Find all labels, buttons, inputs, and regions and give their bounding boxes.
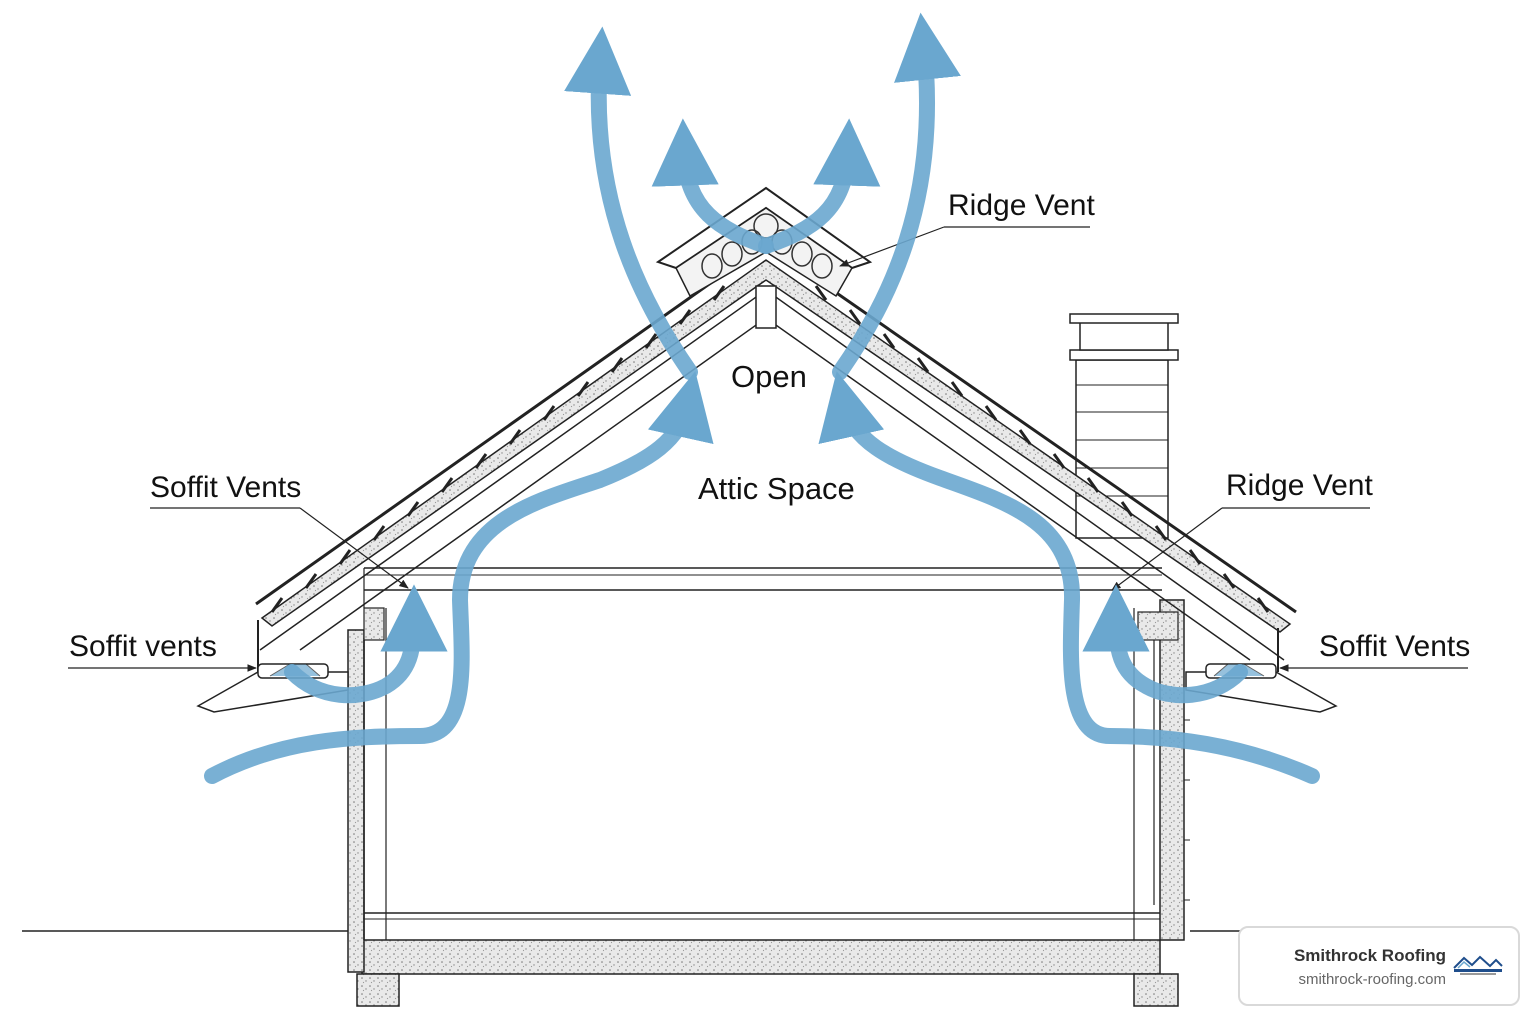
company-url[interactable]: smithrock-roofing.com xyxy=(1298,971,1446,988)
attic-space-label: Attic Space xyxy=(698,471,855,506)
roof xyxy=(255,242,1297,672)
soffit-vents-label-left: Soffit Vents xyxy=(150,471,302,504)
airflow-arrow xyxy=(284,584,448,704)
soffit-vents-label-right: Soffit Vents xyxy=(1319,630,1471,663)
ridge-vent-label-right: Ridge Vent xyxy=(1226,469,1373,502)
foundation-slab xyxy=(356,912,1179,1007)
airflow-arrow xyxy=(651,118,774,254)
ceiling-joist xyxy=(363,567,1162,608)
label-leaders xyxy=(68,226,1468,672)
airflow-arrow xyxy=(564,26,698,380)
airflow-arrow xyxy=(758,118,881,254)
airflow-arrow xyxy=(832,12,961,380)
airflow-arrow xyxy=(204,371,714,784)
company-badge[interactable]: Smithrock Roofing smithrock-roofing.com xyxy=(1238,926,1520,1006)
airflow-arrows xyxy=(204,12,1320,784)
airflow-arrow xyxy=(818,371,1320,784)
house-roofline-logo-icon xyxy=(1453,955,1503,975)
right-wall xyxy=(1133,599,1190,941)
open-label: Open xyxy=(731,359,807,394)
ridge-vent-label-top: Ridge Vent xyxy=(948,189,1095,222)
company-name: Smithrock Roofing xyxy=(1293,946,1446,965)
soffit-vents-label-left-lower: Soffit vents xyxy=(69,630,217,663)
left-wall xyxy=(347,607,387,973)
airflow-arrow xyxy=(1082,584,1248,704)
